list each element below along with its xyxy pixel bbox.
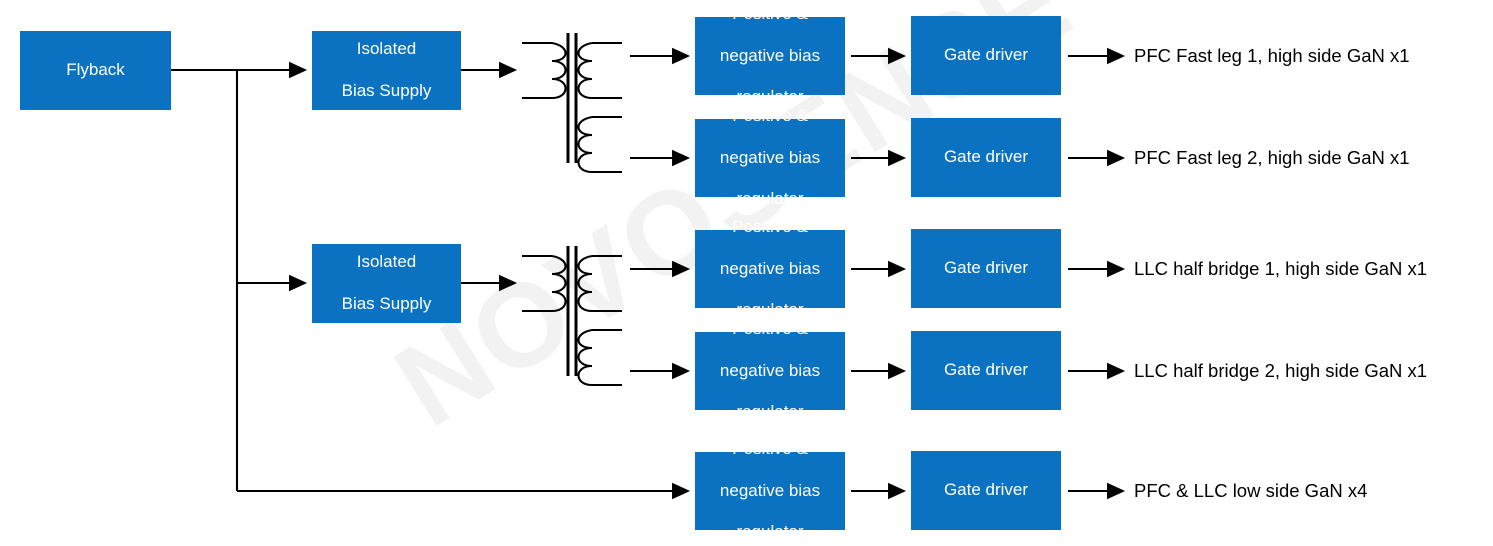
bias-regulator-3-label: Positive & negative bias regulator xyxy=(712,217,828,321)
regulator3-line1: Positive & xyxy=(732,217,808,237)
gate-driver-4-label: Gate driver xyxy=(943,360,1029,380)
regulator1-line3: regulator xyxy=(736,87,804,107)
gate-driver-2-label: Gate driver xyxy=(943,147,1029,167)
block-bias-regulator-3[interactable]: Positive & negative bias regulator xyxy=(695,217,845,319)
regulator5-line2: negative bias xyxy=(719,480,821,500)
regulator5-line3: regulator xyxy=(736,522,804,542)
supply2-line2: Bias Supply xyxy=(341,293,432,313)
regulator2-line2: negative bias xyxy=(719,147,821,167)
block-bias-regulator-5[interactable]: Positive & negative bias regulator xyxy=(695,439,845,541)
output-label-1: PFC Fast leg 1, high side GaN x1 xyxy=(1134,38,1410,74)
block-flyback-label: Flyback xyxy=(66,60,125,80)
transformer1-secondary-b-winding xyxy=(577,115,593,174)
block-gate-driver-4[interactable]: Gate driver xyxy=(911,331,1061,410)
regulator3-line3: regulator xyxy=(736,300,804,320)
gate-driver-3-label: Gate driver xyxy=(943,258,1029,278)
transformer2-secondary-a-winding xyxy=(577,254,593,313)
output-label-5-text: PFC & LLC low side GaN x4 xyxy=(1134,480,1368,501)
regulator2-line1: Positive & xyxy=(732,106,808,126)
regulator5-line1: Positive & xyxy=(732,439,808,459)
regulator4-line1: Positive & xyxy=(732,319,808,339)
supply2-line1: Isolated xyxy=(356,252,417,272)
regulator3-line2: negative bias xyxy=(719,258,821,278)
regulator4-line3: regulator xyxy=(736,402,804,422)
output-label-4: LLC half bridge 2, high side GaN x1 xyxy=(1134,353,1427,389)
bias-regulator-5-label: Positive & negative bias regulator xyxy=(712,439,828,543)
supply1-line1: Isolated xyxy=(356,39,417,59)
block-gate-driver-2[interactable]: Gate driver xyxy=(911,118,1061,197)
output-label-2: PFC Fast leg 2, high side GaN x1 xyxy=(1134,140,1410,176)
output-label-1-text: PFC Fast leg 1, high side GaN x1 xyxy=(1134,45,1410,66)
transformer1-primary-winding xyxy=(551,41,567,100)
bias-regulator-2-label: Positive & negative bias regulator xyxy=(712,106,828,210)
bias-regulator-1-label: Positive & negative bias regulator xyxy=(712,4,828,108)
gate-driver-1-label: Gate driver xyxy=(943,45,1029,65)
transformer2-primary-winding xyxy=(551,254,567,313)
regulator1-line2: negative bias xyxy=(719,45,821,65)
output-label-2-text: PFC Fast leg 2, high side GaN x1 xyxy=(1134,147,1410,168)
block-bias-regulator-2[interactable]: Positive & negative bias regulator xyxy=(695,106,845,208)
output-label-4-text: LLC half bridge 2, high side GaN x1 xyxy=(1134,360,1428,381)
block-gate-driver-3[interactable]: Gate driver xyxy=(911,229,1061,308)
block-bias-regulator-1[interactable]: Positive & negative bias regulator xyxy=(695,4,845,106)
block-gate-driver-1[interactable]: Gate driver xyxy=(911,16,1061,95)
transformer1-secondary-a-winding xyxy=(577,41,593,100)
bias-regulator-4-label: Positive & negative bias regulator xyxy=(712,319,828,423)
regulator4-line2: negative bias xyxy=(719,360,821,380)
block-bias-regulator-4[interactable]: Positive & negative bias regulator xyxy=(695,319,845,421)
output-label-3: LLC half bridge 1, high side GaN x1 xyxy=(1134,251,1427,287)
supply1-line2: Bias Supply xyxy=(341,80,432,100)
regulator2-line3: regulator xyxy=(736,189,804,209)
transformer2-secondary-b-winding xyxy=(577,328,593,387)
output-label-3-text: LLC half bridge 1, high side GaN x1 xyxy=(1134,258,1428,279)
output-label-5: PFC & LLC low side GaN x4 xyxy=(1134,473,1367,509)
block-flyback[interactable]: Flyback xyxy=(20,31,171,110)
regulator1-line1: Positive & xyxy=(732,4,808,24)
gate-driver-5-label: Gate driver xyxy=(943,480,1029,500)
block-gate-driver-5[interactable]: Gate driver xyxy=(911,451,1061,530)
